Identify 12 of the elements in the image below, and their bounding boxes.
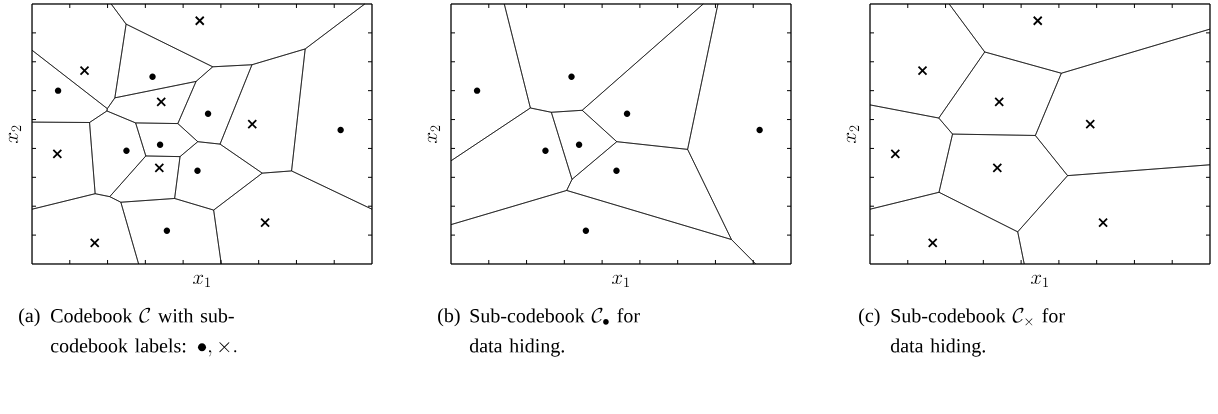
caption-tag: (a) <box>19 308 40 327</box>
axis-label: $x_1$ <box>193 274 210 287</box>
axis-label: $x_2$ <box>846 125 859 143</box>
caption: $\text{Sub-codebook }\mathcal{C}_\bullet\text{ for }\allowbreak\text{data hiding.}$ <box>469 307 640 357</box>
axis-label: $x_2$ <box>427 125 441 143</box>
axis-label: $x_1$ <box>612 274 629 287</box>
caption-tag: (c) <box>859 308 880 327</box>
caption: $\text{Codebook }\mathcal{C}\text{ with sub-}\allowbreak\text{codebook labels: }\bullet, \times.$ <box>51 307 237 357</box>
axis-label: $x_1$ <box>1031 274 1048 287</box>
caption-tag: (b) <box>438 308 460 327</box>
axis-label: $x_2$ <box>8 125 22 143</box>
caption: $\text{Sub-codebook }\mathcal{C}_\times\text{ for }\allowbreak\text{data hiding.}$ <box>890 307 1065 357</box>
